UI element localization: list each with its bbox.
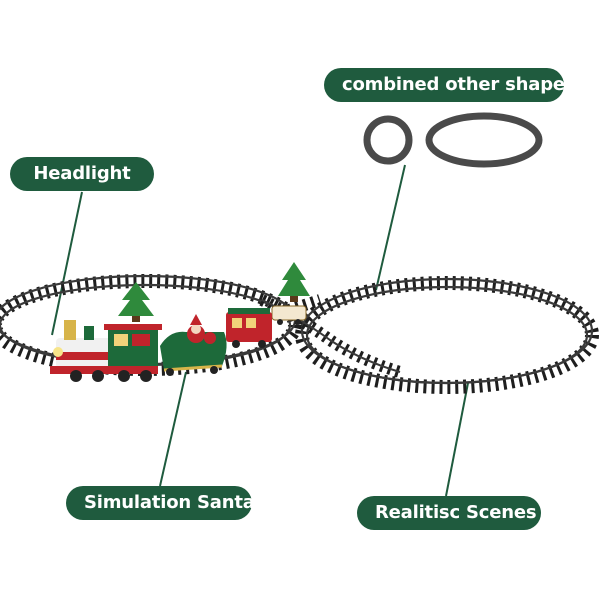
santa-sleigh-car (160, 314, 227, 376)
leader-line-shapes (375, 164, 406, 291)
christmas-tree-icon (118, 282, 154, 322)
leader-line-scenes (445, 382, 469, 497)
leader-line-santa (159, 371, 187, 487)
right-track-loop (295, 276, 599, 394)
label-realistic-scenes: Realitisc Scenes (357, 496, 541, 530)
oval-ring-icon (425, 112, 543, 168)
label-combined-shapes: combined other shapes (324, 68, 576, 102)
leader-line-headlight (51, 191, 83, 336)
passenger-car (271, 305, 307, 325)
locomotive (50, 320, 162, 382)
passenger-car (226, 308, 272, 348)
train (50, 305, 307, 382)
small-ring-icon (363, 115, 413, 165)
christmas-tree-icon (278, 262, 310, 302)
label-headlight: Headlight (10, 157, 154, 191)
label-simulation-santa: Simulation Santa (66, 486, 255, 520)
headlight-icon (53, 347, 63, 357)
